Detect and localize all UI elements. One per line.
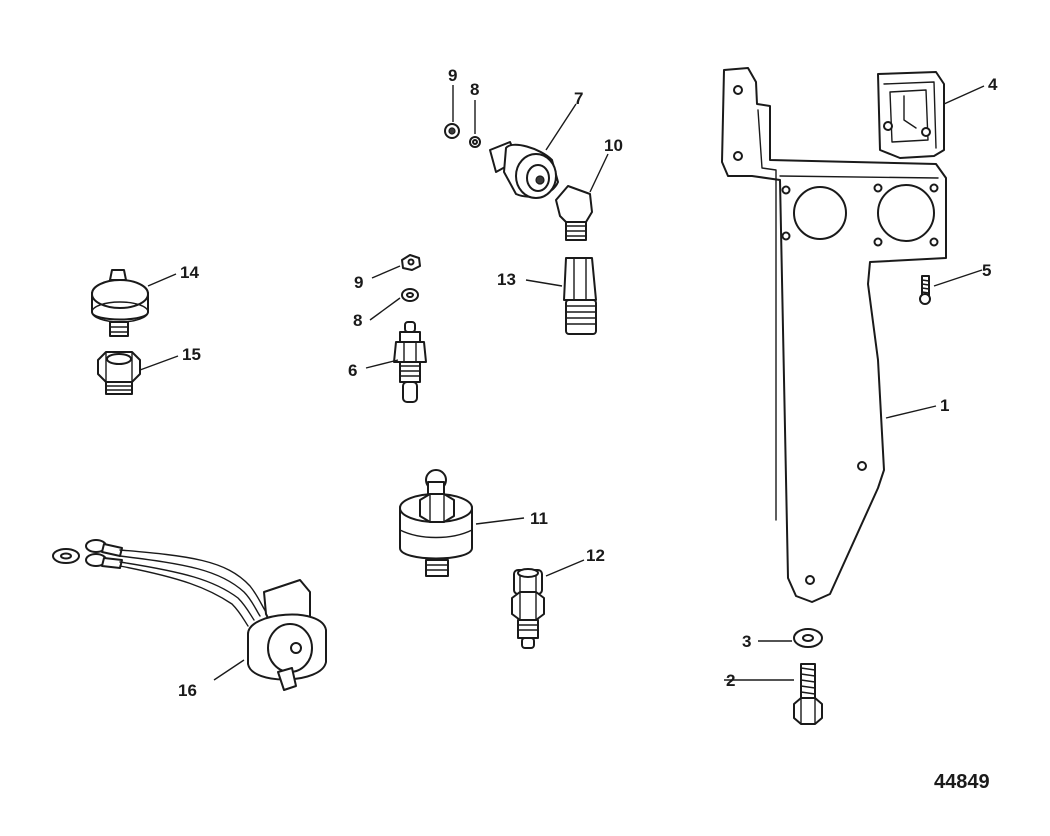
part-6-sensor — [393, 321, 427, 403]
part-9-nut-middle — [401, 254, 421, 271]
callout-6: 6 — [348, 361, 357, 380]
callout-2: 2 — [726, 671, 735, 690]
callout-labels: 1 2 3 4 5 6 7 8 8 9 9 10 11 12 13 14 15 … — [178, 66, 998, 700]
part-10-elbow-fitting — [555, 185, 593, 241]
part-5-screw — [919, 275, 931, 305]
callout-15: 15 — [182, 345, 201, 364]
callout-11: 11 — [530, 509, 548, 528]
part-14-switch — [91, 269, 149, 337]
callout-4: 4 — [988, 75, 998, 94]
part-7-sender — [489, 141, 559, 199]
callout-1: 1 — [940, 396, 949, 415]
callout-3: 3 — [742, 632, 751, 651]
part-4-clip — [877, 71, 945, 159]
callout-8-middle: 8 — [353, 311, 362, 330]
callout-12: 12 — [586, 546, 605, 565]
part-8-washer-top — [469, 136, 481, 148]
callout-16: 16 — [178, 681, 197, 700]
part-2-bolt — [793, 663, 823, 725]
callout-9-top: 9 — [448, 66, 457, 85]
part-3-washer — [793, 628, 823, 648]
part-12-sensor — [511, 568, 545, 649]
part-8-washer-middle — [401, 288, 419, 302]
drawing-number: 44849 — [934, 771, 990, 793]
callout-14: 14 — [180, 263, 199, 282]
part-13-adapter — [563, 257, 597, 335]
callout-7: 7 — [574, 89, 583, 108]
part-9-nut-top — [444, 123, 460, 139]
callout-8-top: 8 — [470, 80, 479, 99]
callout-9-middle: 9 — [354, 273, 363, 292]
callout-13: 13 — [497, 270, 516, 289]
callout-10: 10 — [604, 136, 623, 155]
part-16-harness-buzzer — [52, 539, 327, 691]
part-1-bracket — [721, 67, 947, 603]
part-11-sensor — [399, 469, 473, 577]
callout-5: 5 — [982, 261, 991, 280]
part-15-adapter-nut — [97, 351, 141, 395]
leader-lines — [139, 85, 985, 681]
